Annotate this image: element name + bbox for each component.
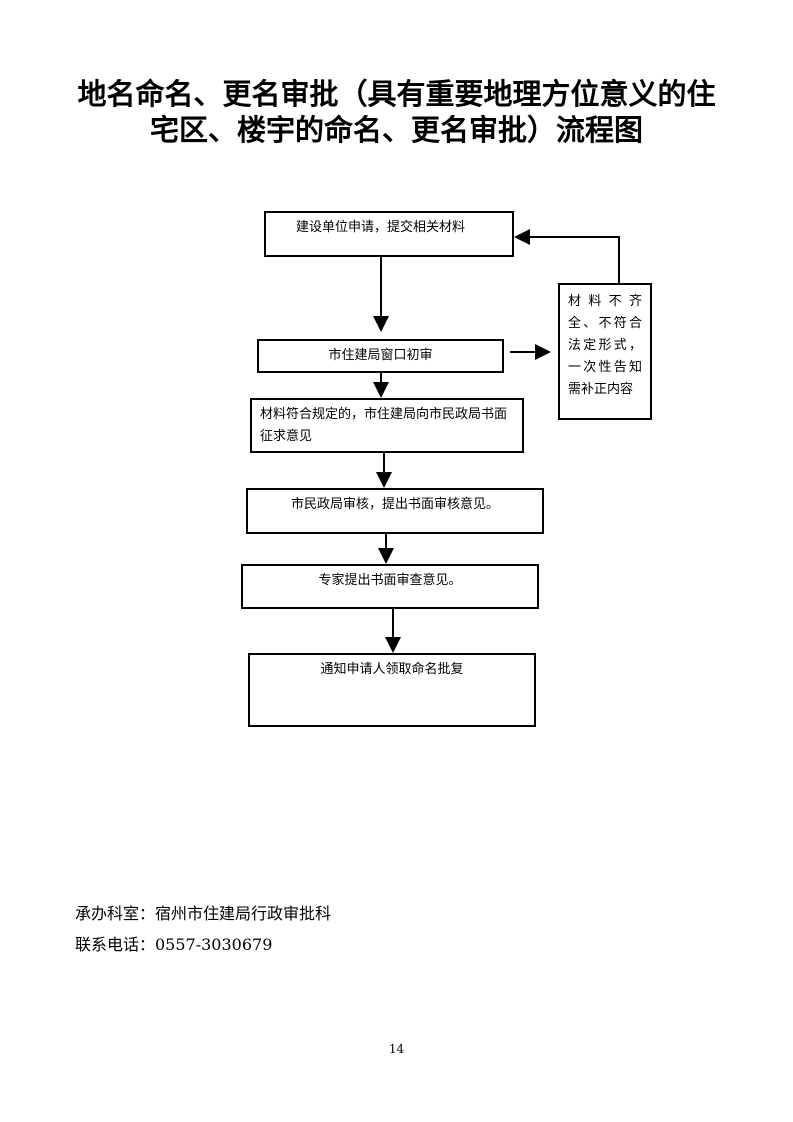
flow-step-expert-review: 专家提出书面审查意见。 (241, 564, 539, 609)
footer-office: 承办科室：宿州市住建局行政审批科 (75, 904, 332, 923)
flow-step-apply: 建设单位申请，提交相关材料 (264, 211, 514, 257)
page-title-line2: 宅区、楼宇的命名、更名审批）流程图 (149, 113, 643, 147)
page-title-line1: 地名命名、更名审批（具有重要地理方位意义的住 (77, 77, 716, 111)
arrow-side-1 (514, 229, 620, 283)
footer-phone: 联系电话：0557-3030679 (75, 935, 273, 954)
flow-step-notify: 通知申请人领取命名批复 (248, 653, 536, 727)
flow-side-incomplete: 材 料 不 齐全、不符合法定形式，一次性告知需补正内容 (558, 283, 652, 420)
page-number: 14 (388, 1042, 405, 1056)
flow-step-civil-review: 市民政局审核，提出书面审核意见。 (246, 488, 544, 534)
flow-step-initial-review: 市住建局窗口初审 (257, 339, 504, 373)
flow-step-consult: 材料符合规定的，市住建局向市民政局书面征求意见 (250, 398, 524, 453)
